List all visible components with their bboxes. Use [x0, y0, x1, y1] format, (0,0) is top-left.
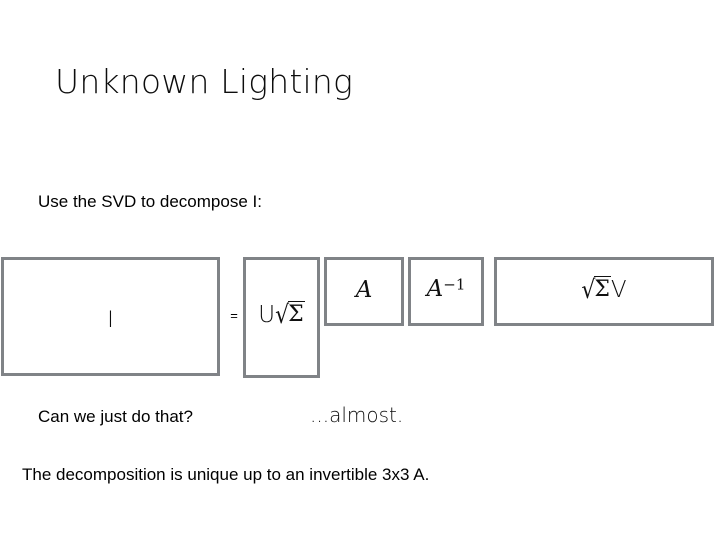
equation-box-a-inverse: A−1 — [408, 257, 484, 326]
radical-sign-icon-2: √ — [581, 276, 596, 305]
sigma-symbol: Σ — [288, 301, 305, 327]
matrix-letter-v: V — [610, 277, 627, 303]
equals-sign: = — [230, 308, 238, 323]
note-text: The decomposition is unique up to an inv… — [22, 465, 430, 484]
matrix-letter-u: U — [258, 302, 276, 328]
sqrt-sigma-glyph: √Σ — [275, 301, 305, 330]
equation-box-sqrt-sigma-v-content: √ΣV — [497, 276, 711, 305]
sigma-symbol-2: Σ — [594, 276, 611, 302]
question-text: Can we just do that? — [38, 407, 193, 426]
equation-box-u-sqrt-sigma: U√Σ — [243, 257, 320, 378]
answer-text: ...almost. — [310, 403, 404, 427]
page-title: Unknown Lighting — [55, 62, 353, 101]
equation-box-a: A — [324, 257, 404, 326]
radical-sign-icon: √ — [275, 301, 290, 330]
matrix-letter-i: I — [107, 308, 114, 333]
sqrt-sigma-glyph-2: √Σ — [581, 276, 611, 305]
exponent-minus-one: −1 — [443, 275, 466, 294]
matrix-variable-a: A — [355, 277, 373, 303]
equation-box-a-content: A — [327, 277, 401, 303]
intro-text: Use the SVD to decompose I: — [38, 192, 262, 211]
equation-box-u-sqrt-sigma-content: U√Σ — [246, 301, 317, 330]
equation-box-i-content: I — [4, 308, 217, 333]
equation-box-a-inverse-content: A−1 — [411, 276, 481, 302]
equation-box-i: I — [1, 257, 220, 376]
matrix-variable-a-inverse: A — [426, 276, 444, 302]
equation-box-sqrt-sigma-v: √ΣV — [494, 257, 714, 326]
